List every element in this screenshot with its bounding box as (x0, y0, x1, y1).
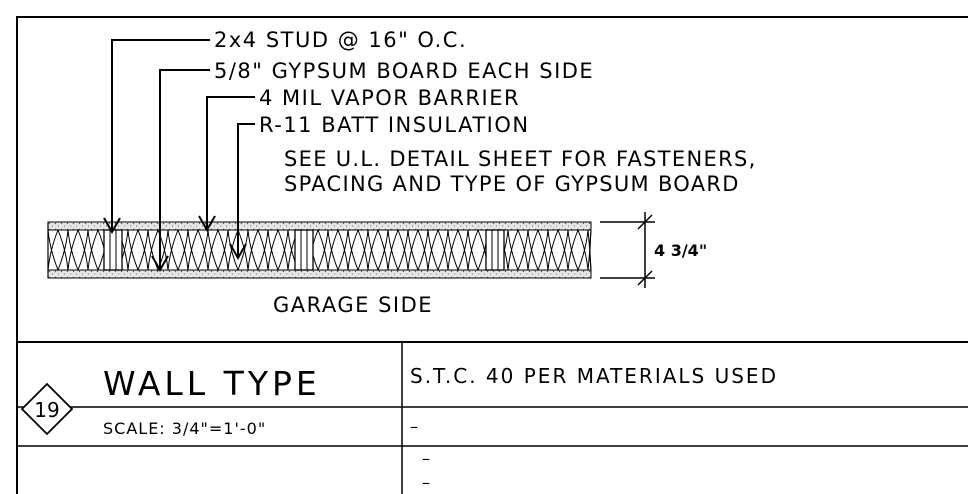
stud-callout: 2x4 STUD @ 16" O.C. (214, 28, 467, 52)
garage-side-label: GARAGE SIDE (273, 293, 433, 317)
vapor-leader (206, 96, 255, 228)
detail-number: 19 (34, 398, 59, 422)
blank-entry-3: – (422, 473, 430, 492)
scale-label: SCALE: 3/4"=1'-0" (103, 419, 266, 438)
sheet-border (16, 16, 968, 494)
batt-insulation (47, 228, 592, 272)
stud (294, 229, 314, 271)
note-line-1: SEE U.L. DETAIL SHEET FOR FASTENERS, (284, 147, 757, 171)
thickness-label: 4 3/4" (654, 241, 707, 260)
stud-leader (111, 39, 210, 230)
leader-lines (111, 39, 255, 268)
gypsum-callout: 5/8" GYPSUM BOARD EACH SIDE (214, 59, 594, 83)
studs (103, 229, 505, 271)
note-line-2: SPACING AND TYPE OF GYPSUM BOARD (284, 172, 740, 196)
detail-number-diamond (20, 382, 74, 436)
insulation-wave (47, 228, 592, 271)
blank-entry-1: – (410, 417, 418, 436)
insulation-leader (237, 123, 255, 256)
leader-arrowheads (103, 215, 247, 273)
blank-entry-2: – (422, 449, 430, 468)
gypsum-leader (159, 69, 210, 268)
stud (103, 229, 123, 271)
stud (485, 229, 505, 271)
insulation-callout: R-11 BATT INSULATION (259, 113, 530, 137)
insulation-wave (47, 229, 592, 272)
stc-rating: S.T.C. 40 PER MATERIALS USED (410, 364, 778, 388)
thickness-dimension (600, 212, 655, 288)
gypsum-board-top (47, 221, 592, 231)
wall-section (47, 221, 592, 279)
gypsum-board-bottom (47, 269, 592, 279)
detail-title: WALL TYPE (103, 364, 321, 403)
vapor-barrier-callout: 4 MIL VAPOR BARRIER (259, 86, 520, 110)
